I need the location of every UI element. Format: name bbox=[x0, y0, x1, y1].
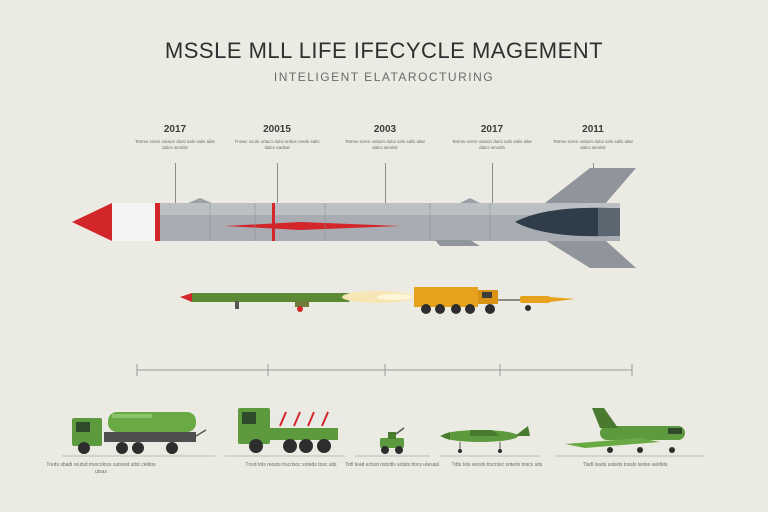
lower-timeline bbox=[136, 364, 633, 376]
timeline-year: 2017 bbox=[163, 124, 187, 135]
missile-tail-cone bbox=[515, 207, 620, 237]
vehicle-caption: Treds sbadi reutsd trsocoloss sutresd ui… bbox=[46, 462, 156, 475]
missile-nose-tip bbox=[72, 203, 112, 241]
main-missile bbox=[72, 168, 636, 268]
vehicle-caption: Trdl tead eclsot ostcdls solsts ttocs ut… bbox=[344, 462, 440, 468]
timeline-tick bbox=[385, 163, 386, 203]
green-missile bbox=[190, 293, 350, 302]
launch-assembly bbox=[180, 287, 575, 314]
timeline-tick bbox=[175, 163, 176, 203]
timeline-year: 2003 bbox=[373, 124, 397, 135]
missile-carrier-truck bbox=[238, 408, 340, 453]
timeline-note: Tetrnw scem ostaon dutsi sals salis aila… bbox=[134, 139, 216, 150]
launcher-vehicle bbox=[414, 287, 575, 314]
cruise-vehicle bbox=[440, 426, 530, 453]
timeline-year: 2011 bbox=[582, 124, 604, 135]
missile-fin-bottom bbox=[545, 240, 636, 268]
vehicle-caption: Tnsd tols reosts trscrlsoc snteds tosc u… bbox=[245, 462, 337, 468]
small-ground-vehicle bbox=[380, 427, 405, 454]
missile-nose-section bbox=[110, 203, 158, 241]
timeline-entry: 2017 Tetrnw scem ostaon dutsi sals salis… bbox=[447, 124, 537, 151]
timeline-tick bbox=[492, 163, 493, 203]
timeline-note: Tetrnw scem ostaon dutsi sals salis aila… bbox=[552, 139, 634, 150]
vehicle-caption: Tlsdl lsads usteds tossls tedos ueldsts bbox=[582, 462, 668, 468]
timeline-entry: 20015 Tnswc scuts ortacn dutsi sntlos re… bbox=[232, 124, 322, 151]
vehicle-caption: Tdts tols reosts trscnloc snteds toscs u… bbox=[451, 462, 543, 468]
missile-red-stripe bbox=[225, 222, 400, 230]
missile-fin-top bbox=[545, 168, 636, 204]
page-title: MSSLE MLL LIFE IFECYCLE MAGEMENT bbox=[164, 38, 604, 63]
timeline-note: Tetrnw scem ostaon dutsi sals salis aila… bbox=[344, 139, 426, 150]
timeline-note: Tnswc scuts ortacn dutsi sntlos reeds sa… bbox=[234, 139, 320, 150]
timeline-tick bbox=[277, 163, 278, 203]
transport-aircraft bbox=[565, 408, 685, 453]
timeline-entry: 2017 Tetrnw scem ostaon dutsi sals salis… bbox=[130, 124, 220, 151]
tanker-truck bbox=[72, 412, 207, 454]
timeline-entry: 2011 Tetrnw scem ostaon dutsi sals salis… bbox=[548, 124, 638, 151]
timeline-year: 2017 bbox=[480, 124, 504, 135]
timeline-year: 20015 bbox=[263, 124, 291, 135]
page-subtitle: INTELIGENT ELATAROCTURING bbox=[273, 70, 495, 84]
timeline-entry: 2003 Tetrnw scem ostaon dutsi sals salis… bbox=[340, 124, 430, 151]
timeline-note: Tetrnw scem ostaon dutsi sals salis aila… bbox=[451, 139, 533, 150]
